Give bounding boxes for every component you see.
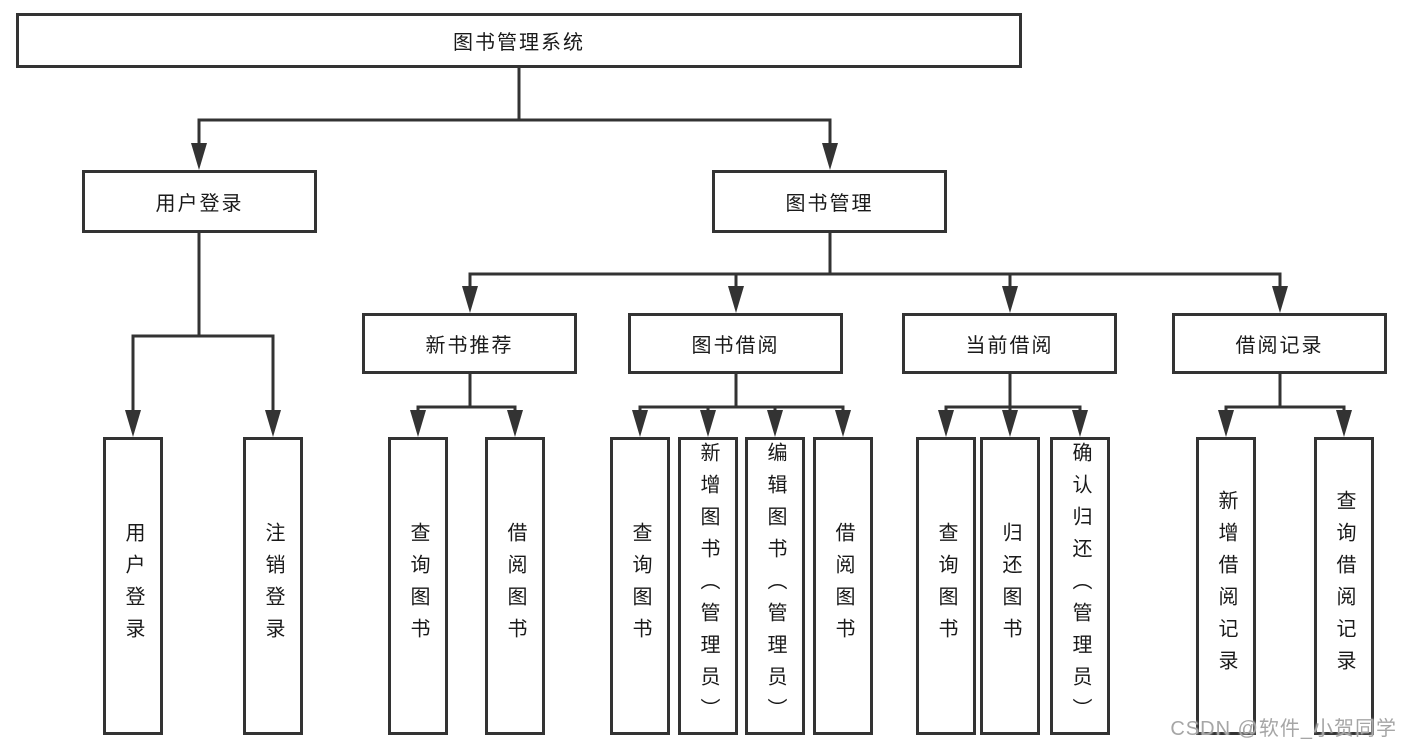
leaf-current-return-books: 归还图书: [980, 437, 1040, 735]
node-borrowing-records: 借阅记录: [1172, 313, 1387, 374]
node-current-borrowing: 当前借阅: [902, 313, 1117, 374]
leaf-borrowing-borrow-books: 借阅图书: [813, 437, 873, 735]
leaf-borrowing-add-books-admin: 新增图书（管理员）: [678, 437, 738, 735]
node-book-management: 图书管理: [712, 170, 947, 233]
leaf-borrowing-edit-books-admin: 编辑图书（管理员）: [745, 437, 805, 735]
connector-new-book-recommendation-to-leaves: [410, 372, 523, 437]
node-library-management-system: 图书管理系统: [16, 13, 1022, 68]
leaf-newbook-borrow-books: 借阅图书: [485, 437, 545, 735]
leaf-borrowing-query-books: 查询图书: [610, 437, 670, 735]
watermark-text: CSDN @软件_小贺同学: [1170, 718, 1397, 740]
connector-current-borrowing-to-leaves: [938, 372, 1088, 437]
leaf-user-login: 用户登录: [103, 437, 163, 735]
leaf-records-query-record: 查询借阅记录: [1314, 437, 1374, 735]
node-new-book-recommendation: 新书推荐: [362, 313, 577, 374]
node-user-login: 用户登录: [82, 170, 317, 233]
connector-book-management-to-level3: [462, 231, 1288, 313]
leaf-logout: 注销登录: [243, 437, 303, 735]
leaf-records-add-record: 新增借阅记录: [1196, 437, 1256, 735]
connector-user-login-to-leaves: [125, 231, 281, 437]
connector-root-to-level2: [191, 66, 838, 170]
leaf-newbook-query-books: 查询图书: [388, 437, 448, 735]
connector-book-borrowing-to-leaves: [632, 372, 851, 437]
node-book-borrowing: 图书借阅: [628, 313, 843, 374]
leaf-current-confirm-return-admin: 确认归还（管理员）: [1050, 437, 1110, 735]
leaf-current-query-books: 查询图书: [916, 437, 976, 735]
connector-borrowing-records-to-leaves: [1218, 372, 1352, 437]
